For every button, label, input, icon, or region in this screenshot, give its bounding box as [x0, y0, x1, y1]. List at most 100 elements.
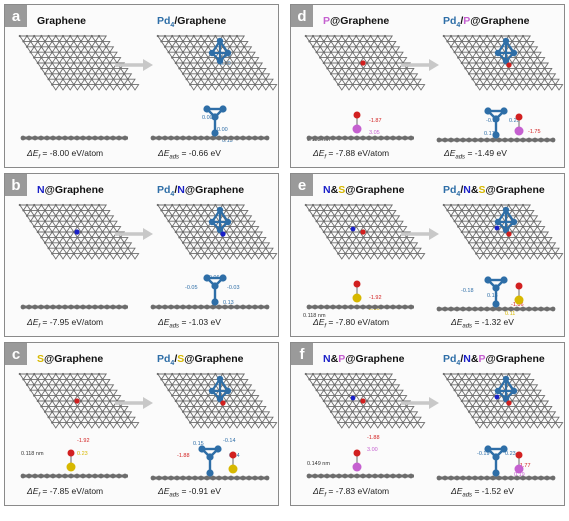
transform-arrow	[401, 397, 439, 409]
dopant-side	[514, 113, 524, 136]
dopant-side	[66, 449, 76, 472]
panel-b: b N@Graphene Pd4/N@Graphene ΔEf = -7.95 …	[4, 173, 279, 337]
pd4-cluster-side	[484, 445, 508, 477]
formation-energy: ΔEf = -7.80 eV/atom	[313, 317, 390, 330]
formation-energy: ΔEf = -7.83 eV/atom	[313, 486, 390, 499]
adsorption-energy: ΔEads = -0.66 eV	[158, 148, 221, 161]
graphene-side-view-right	[150, 304, 270, 310]
transform-arrow	[401, 59, 439, 71]
pd4-cluster-top	[208, 375, 232, 403]
right-title: Pd4/S@Graphene	[157, 353, 244, 368]
nitrogen-atom	[350, 226, 356, 232]
graphene-side-view-left	[20, 304, 128, 310]
charge-label: 0.13	[487, 293, 498, 299]
charge-label: 0.00	[202, 115, 213, 121]
pd4-cluster-side	[484, 107, 508, 139]
nitrogen-atom	[494, 225, 500, 231]
charge-label: -1.77	[518, 463, 531, 469]
bond-distance: 0.149 nm	[307, 461, 330, 467]
bond-distance: 0.153 nm	[307, 137, 330, 143]
pd4-cluster-top	[494, 37, 518, 65]
charge-label: -1.86	[511, 302, 524, 308]
pd4-cluster-top	[208, 37, 232, 65]
transform-arrow	[401, 228, 439, 240]
pd4-cluster-side	[484, 276, 508, 308]
panel-letter: d	[291, 5, 313, 27]
panel-letter: e	[291, 174, 313, 196]
charge-label: 0.00	[217, 127, 228, 133]
charge-label: -1.92	[77, 438, 90, 444]
charge-label: -0.14	[223, 438, 236, 444]
graphene-side-view-right	[436, 137, 556, 143]
structure-graphic	[304, 372, 564, 481]
formation-energy: ΔEf = -7.88 eV/atom	[313, 148, 390, 161]
charge-label: -0.03	[227, 285, 240, 291]
dopant-side	[514, 451, 524, 474]
structure-graphic	[18, 34, 278, 141]
left-title: S@Graphene	[37, 353, 104, 365]
graphene-top-view-right	[442, 372, 564, 429]
pd4-cluster-side	[203, 105, 227, 137]
charge-label: -0.18	[461, 288, 474, 294]
nitrogen-atom	[494, 394, 500, 400]
graphene-top-view-right	[156, 34, 278, 91]
left-title: N&S@Graphene	[323, 184, 405, 196]
charge-label: 3.05	[369, 130, 380, 136]
panel-f: f N&P@Graphene Pd4/N&P@Graphene ΔEf = -7…	[290, 342, 565, 506]
nitrogen-atom	[350, 395, 356, 401]
adsorption-energy: ΔEads = -1.03 eV	[158, 317, 221, 330]
charge-label: 0.11	[505, 311, 516, 317]
dopant-side	[352, 111, 362, 134]
right-title: Pd4/Graphene	[157, 15, 227, 30]
dopant-atom	[506, 62, 512, 68]
panel-a: a Graphene Pd4/Graphene ΔEf = -8.00 eV/a…	[4, 4, 279, 168]
charge-label: 3.00	[367, 447, 378, 453]
pd4-cluster-top	[494, 375, 518, 403]
dopant-atom	[506, 400, 512, 406]
transform-arrow	[115, 397, 153, 409]
graphene-top-view-right	[442, 203, 564, 260]
charge-label: 0.19	[514, 472, 525, 478]
panel-letter: c	[5, 343, 27, 365]
graphene-top-view-left	[304, 34, 426, 91]
structure-graphic	[18, 372, 278, 481]
charge-label: 0.15	[222, 138, 233, 144]
graphene-side-view-left	[306, 304, 414, 310]
panel-letter: b	[5, 174, 27, 196]
graphene-top-view-right	[442, 34, 564, 91]
left-title: N@Graphene	[37, 184, 104, 196]
graphene-top-view-left	[18, 372, 140, 429]
dopant-atom	[360, 398, 366, 404]
dopant-atom	[506, 231, 512, 237]
right-title: Pd4/N@Graphene	[157, 184, 245, 199]
graphene-side-view-left	[306, 473, 414, 479]
charge-label: -0.13	[486, 118, 499, 124]
dopant-atom	[360, 229, 366, 235]
dopant-atom	[220, 231, 226, 237]
left-title: Graphene	[37, 15, 87, 27]
dopant-atom	[220, 400, 226, 406]
graphene-side-view-right	[436, 475, 556, 481]
graphene-top-view-left	[18, 34, 140, 91]
graphene-side-view-right	[150, 135, 270, 141]
charge-label: 0.23	[77, 451, 88, 457]
graphene-side-view-left	[20, 135, 128, 141]
dopant-side	[352, 449, 362, 472]
pd4-cluster-side	[203, 274, 227, 306]
charge-label: 0.13	[223, 300, 234, 306]
right-title: Pd4/N&P@Graphene	[443, 353, 545, 368]
dopant-atom	[360, 60, 366, 66]
graphene-top-view-right	[156, 203, 278, 260]
left-title: P@Graphene	[323, 15, 390, 27]
adsorption-energy: ΔEads = -1.32 eV	[451, 317, 514, 330]
charge-label: 0.17	[484, 131, 495, 137]
dopant-side	[352, 280, 362, 303]
pd4-cluster-side	[198, 445, 222, 477]
graphene-side-view-left	[306, 135, 414, 141]
charge-label: -1.75	[528, 129, 541, 135]
adsorption-energy: ΔEads = -1.52 eV	[451, 486, 514, 499]
formation-energy: ΔEf = -8.00 eV/atom	[27, 148, 104, 161]
left-title: N&P@Graphene	[323, 353, 405, 365]
dopant-side	[228, 451, 238, 474]
graphene-side-view-left	[20, 473, 128, 479]
